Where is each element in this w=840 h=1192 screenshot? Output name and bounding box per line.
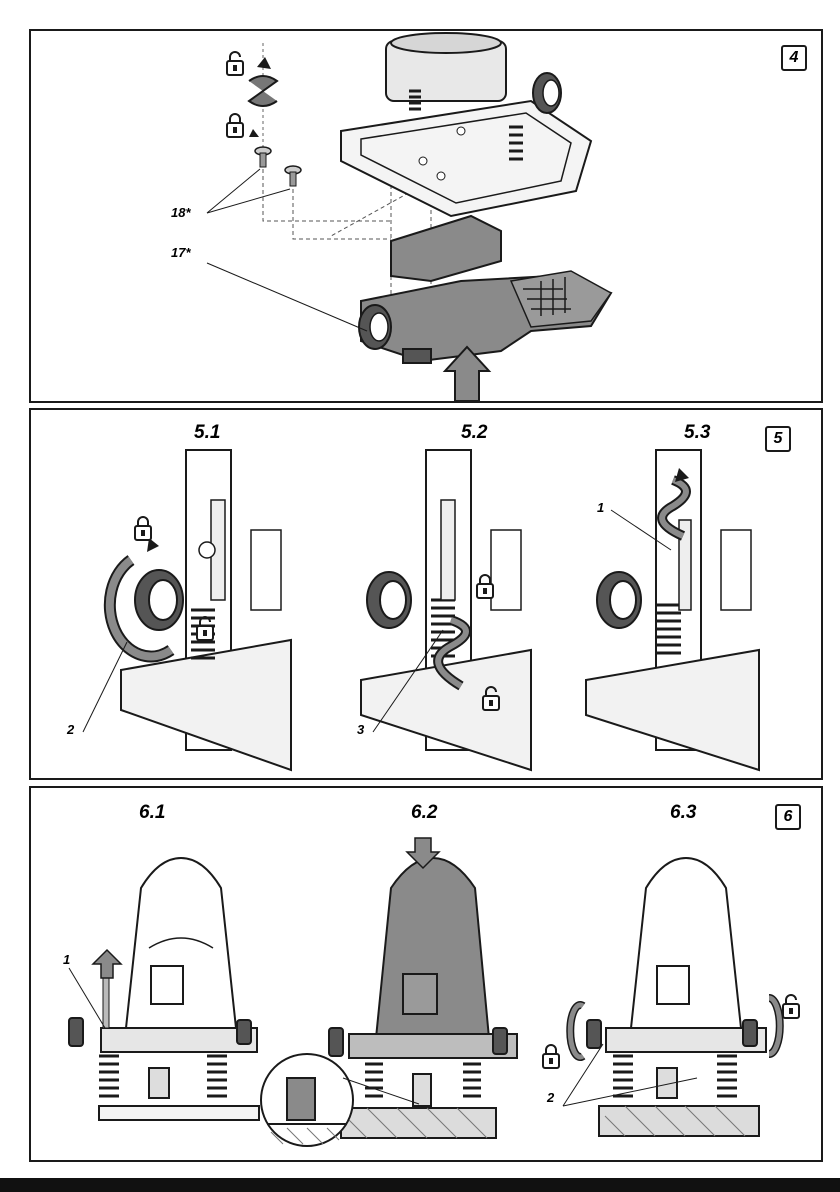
figure-6-panel: 6 6.1 6.2 6.3: [29, 786, 823, 1162]
router-base-plate: [341, 33, 591, 216]
label-part-2-step-5-1: 2: [67, 722, 74, 737]
figure-5-drawing: [31, 410, 825, 782]
step-5-3-drawing: [586, 450, 759, 770]
unlock-icon: [227, 52, 243, 75]
rotation-arrow-icon: [249, 43, 277, 151]
figure-5-panel: 5 5.1 5.2 5.3: [29, 408, 823, 780]
label-part-1-step-5-3: 1: [597, 500, 604, 515]
step-5-1-drawing: [110, 450, 291, 770]
label-part-1-step-6-1: 1: [63, 952, 70, 967]
knob: [533, 73, 561, 113]
lock-icon: [227, 114, 243, 137]
lock-icon: [477, 575, 493, 598]
lock-icon: [543, 1045, 559, 1068]
router-step-6-3: [587, 858, 766, 1136]
label-part-2-step-6-3: 2: [547, 1090, 554, 1105]
figure-4-drawing: [31, 31, 825, 405]
lock-icon: [135, 517, 151, 540]
accessory-17: [359, 216, 611, 363]
screw-18a: [255, 147, 271, 167]
page-bottom-strip: [0, 1178, 840, 1192]
unlock-icon: [783, 995, 799, 1018]
label-part-3-step-5-2: 3: [357, 722, 364, 737]
figure-6-drawing: [31, 788, 825, 1164]
screw-18b: [285, 166, 301, 186]
router-step-6-2: [329, 858, 517, 1138]
router-step-6-1: [69, 858, 259, 1120]
label-part-18: 18*: [171, 205, 191, 220]
figure-4-panel: 4: [29, 29, 823, 403]
push-arrow-icon: [93, 950, 121, 978]
step-5-2-drawing: [361, 450, 531, 770]
label-part-17: 17*: [171, 245, 191, 260]
